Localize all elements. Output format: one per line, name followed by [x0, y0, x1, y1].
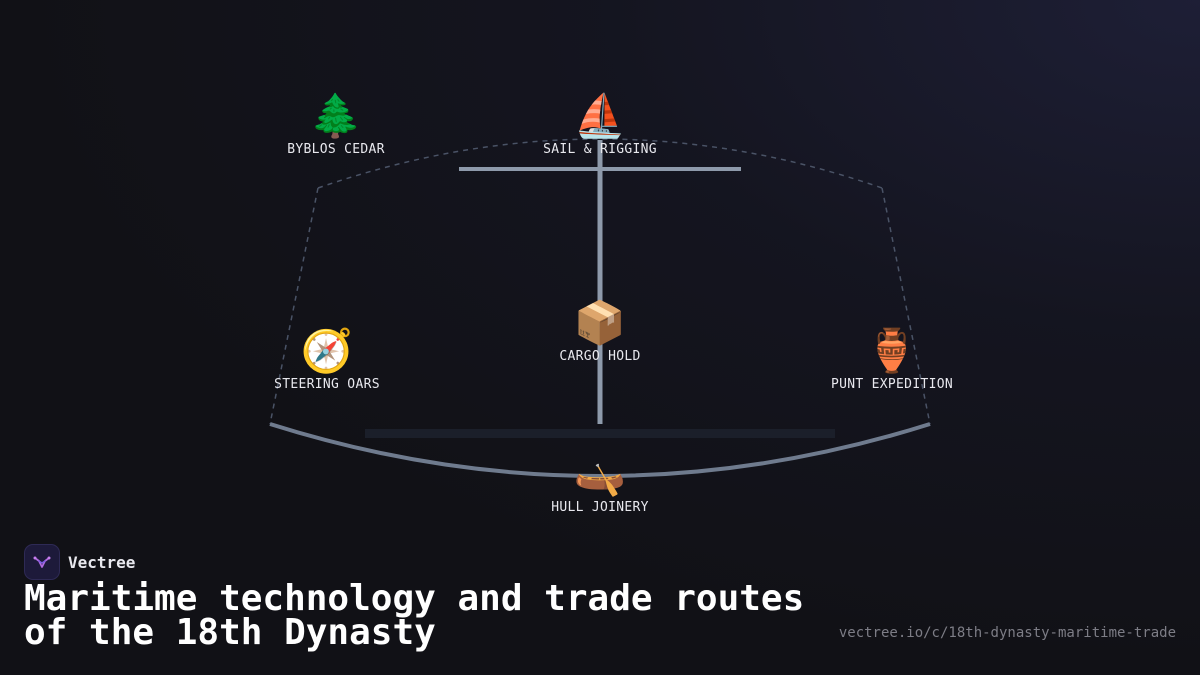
node-label-hull-joinery: HULL JOINERY [551, 500, 649, 515]
package-icon: 📦 [573, 298, 627, 347]
hull-curve [269, 422, 931, 478]
node-hull-joinery: 🛶 HULL JOINERY [551, 449, 649, 516]
node-label-sail-rigging: SAIL & RIGGING [543, 142, 657, 157]
node-label-cargo-hold: CARGO HOLD [559, 349, 641, 364]
compass-icon: 🧭 [300, 326, 354, 375]
page-url[interactable]: vectree.io/c/18th-dynasty-maritime-trade [838, 625, 1176, 641]
dashed-outline-right [881, 187, 931, 425]
canoe-icon: 🛶 [573, 449, 627, 498]
node-byblos-cedar: 🌲 BYBLOS CEDAR [287, 91, 385, 158]
brand: Vectree [24, 544, 135, 580]
cedar-tree-icon: 🌲 [309, 91, 363, 140]
brand-name: Vectree [68, 552, 136, 572]
page-title: Maritime technology and trade routes of … [24, 578, 805, 653]
amphora-icon: 🏺 [865, 326, 919, 375]
dashed-outline-left [269, 187, 319, 425]
node-steering-oars: 🧭 STEERING OARS [274, 326, 380, 393]
deck-bar [365, 429, 835, 438]
node-punt-expedition: 🏺 PUNT EXPEDITION [831, 326, 953, 393]
node-label-steering-oars: STEERING OARS [274, 377, 380, 392]
sailboat-icon: ⛵ [573, 91, 627, 140]
node-cargo-hold: 📦 CARGO HOLD [559, 298, 641, 365]
node-label-byblos-cedar: BYBLOS CEDAR [287, 142, 385, 157]
node-sail-rigging: ⛵ SAIL & RIGGING [543, 91, 657, 158]
dashed-outline [317, 138, 883, 189]
node-label-punt-expedition: PUNT EXPEDITION [831, 377, 953, 392]
vectree-logo-icon [24, 544, 60, 580]
